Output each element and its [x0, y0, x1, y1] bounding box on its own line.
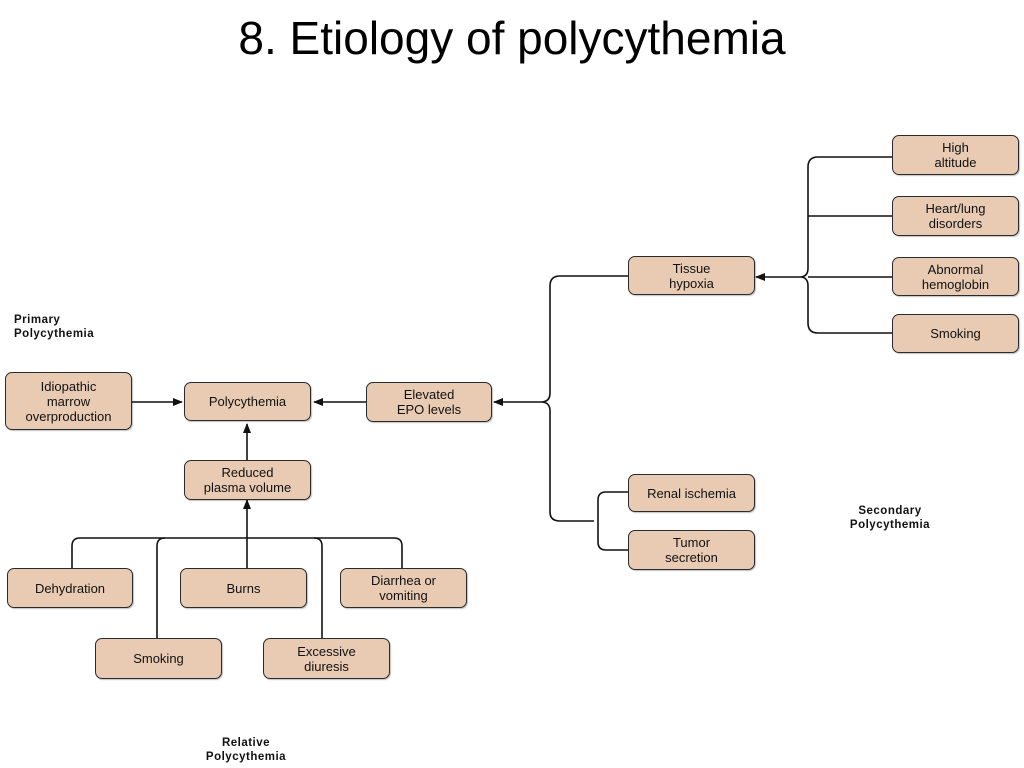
node-idiopathic-marrow: Idiopathic marrow overproduction [5, 372, 132, 430]
category-relative-label: Relative Polycythemia [205, 737, 287, 763]
slide-title: 8. Etiology of polycythemia [238, 12, 786, 64]
node-reduced-plasma: Reduced plasma volume [184, 460, 311, 500]
node-diarrhea-vomiting: Diarrhea or vomiting [340, 568, 467, 608]
node-high-altitude: High altitude [892, 135, 1019, 175]
line-relative-smoking [156, 537, 166, 638]
node-polycythemia: Polycythemia [184, 382, 311, 421]
node-heart-lung: Heart/lung disorders [892, 196, 1019, 236]
category-primary-label: Primary Polycythemia [14, 314, 95, 340]
node-smoking-relative: Smoking [95, 638, 222, 679]
node-burns: Burns [180, 568, 307, 608]
line-relative-bar-left [71, 537, 247, 568]
node-abnormal-hemoglobin: Abnormal hemoglobin [892, 257, 1019, 296]
node-elevated-epo: Elevated EPO levels [366, 382, 492, 422]
brace-hypoxia-causes [799, 156, 892, 334]
node-smoking-secondary: Smoking [892, 314, 1019, 353]
node-renal-ischemia: Renal ischemia [628, 474, 755, 512]
node-excessive-diuresis: Excessive diuresis [263, 638, 390, 679]
line-relative-bar-right [247, 537, 403, 568]
node-tissue-hypoxia: Tissue hypoxia [628, 256, 755, 295]
line-relative-diuresis [313, 537, 323, 638]
node-dehydration: Dehydration [7, 568, 133, 608]
brace-renal-tumor [597, 491, 628, 551]
brace-epo-sources [540, 275, 628, 522]
category-secondary-label: Secondary Polycythemia [849, 505, 931, 531]
node-tumor-secretion: Tumor secretion [628, 530, 755, 570]
